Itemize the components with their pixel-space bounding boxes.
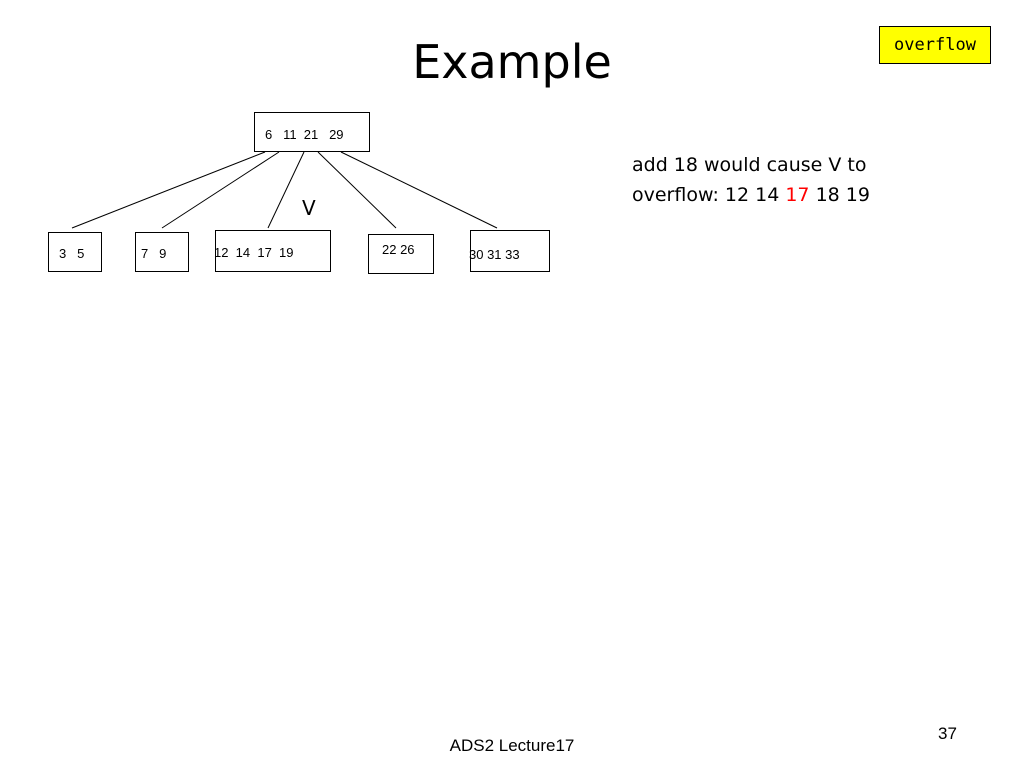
overflow-tag: overflow bbox=[879, 26, 991, 64]
tree-root-node: 6 11 21 29 bbox=[254, 112, 370, 152]
note-line-2-suffix: 18 19 bbox=[809, 184, 870, 206]
note-line-2: overflow: 12 14 17 18 19 bbox=[632, 180, 962, 210]
edge-root-leaf5 bbox=[340, 151, 498, 229]
tree-leaf-node: 30 31 33 bbox=[469, 230, 550, 272]
slide-title: Example bbox=[412, 35, 612, 89]
page-number: 37 bbox=[938, 724, 957, 743]
tree-leaf-node: 3 5 bbox=[48, 232, 102, 272]
tree-leaf-node: 7 9 bbox=[135, 232, 189, 272]
slide-footer: ADS2 Lecture17 bbox=[449, 736, 575, 755]
note-highlight: 17 bbox=[785, 184, 810, 206]
edge-root-leaf4 bbox=[317, 151, 397, 229]
root-keys: 6 11 21 29 bbox=[265, 127, 344, 142]
note-line-1: add 18 would cause V to bbox=[632, 154, 867, 176]
tree-leaf-node-v: 12 14 17 19 bbox=[214, 230, 331, 272]
tree-leaf-node: 22 26 bbox=[368, 234, 434, 274]
leaf-keys: 3 5 bbox=[59, 246, 85, 261]
leaf-keys: 7 9 bbox=[141, 246, 167, 261]
note-text: add 18 would cause V to overflow: 12 14 … bbox=[632, 150, 962, 210]
node-v-label: V bbox=[302, 196, 316, 220]
edge-root-leaf2 bbox=[161, 151, 280, 229]
edge-root-leaf1 bbox=[71, 151, 266, 229]
edge-root-leaf3 bbox=[267, 151, 305, 229]
note-line-2-prefix: overflow: 12 14 bbox=[632, 184, 786, 206]
leaf-keys: 22 26 bbox=[382, 242, 415, 257]
leaf-keys: 12 14 17 19 bbox=[214, 245, 294, 260]
leaf-keys: 30 31 33 bbox=[469, 247, 520, 262]
